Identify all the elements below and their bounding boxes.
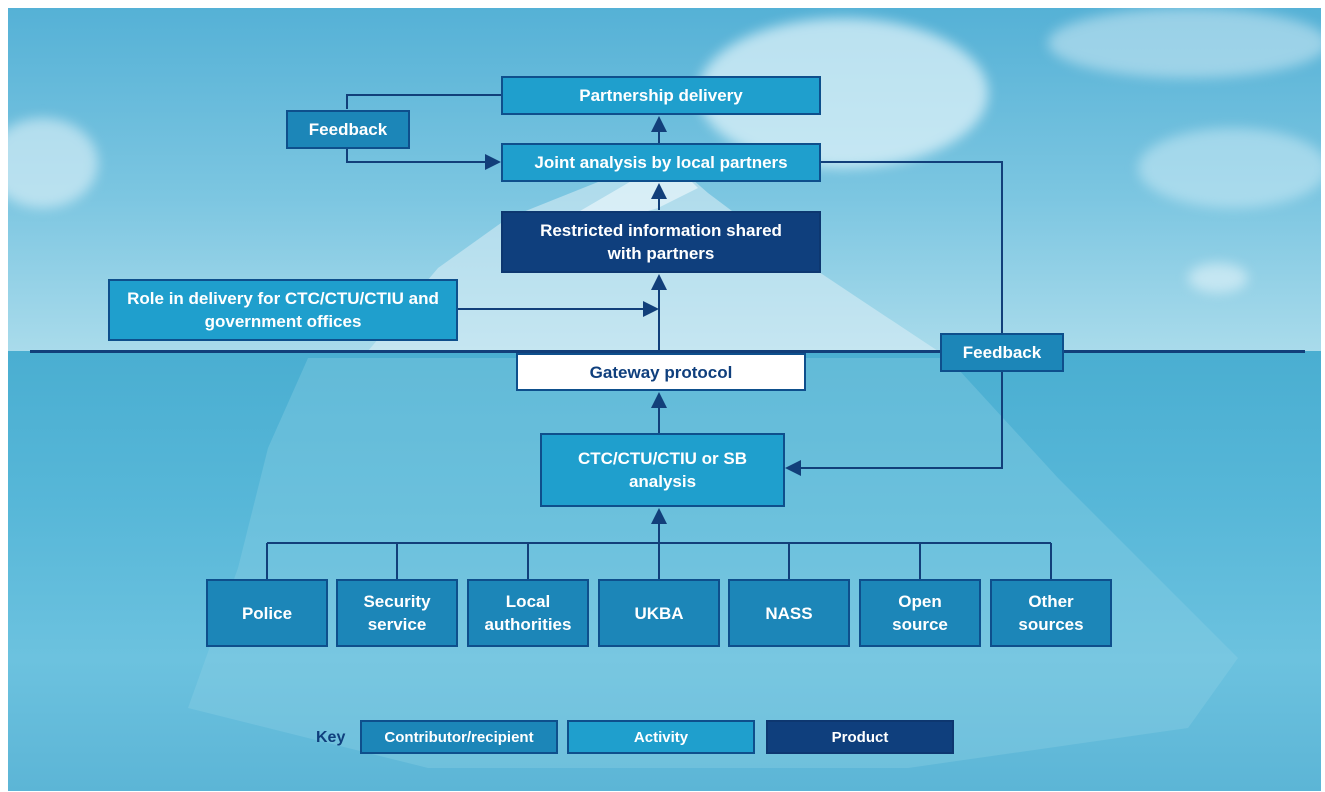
key-product-swatch: Product [766,720,954,754]
cloud-shape [8,118,98,208]
source-label: Local authorities [484,592,572,634]
role-in-delivery-box: Role in delivery for CTC/CTU/CTIU and go… [108,279,458,341]
source-label: UKBA [634,603,684,623]
source-nass-box: NASS [728,579,850,647]
feedback-right-box: Feedback [940,333,1064,372]
node-label: CTC/CTU/CTIU or SB analysis [577,449,748,491]
source-open-source-box: Open source [859,579,981,647]
cloud-shape [1048,8,1321,78]
source-ukba-box: UKBA [598,579,720,647]
gateway-protocol-box: Gateway protocol [516,353,806,391]
key-item-label: Activity [633,728,689,746]
feedback-loop-line [820,161,1003,341]
source-other-sources-box: Other sources [990,579,1112,647]
source-local-authorities-box: Local authorities [467,579,589,647]
feedback-loop-line [346,149,501,170]
source-label: Police [241,603,293,623]
node-label: Restricted information shared with partn… [540,221,782,263]
key-contributor-swatch: Contributor/recipient [360,720,558,754]
source-label: Security service [363,592,431,634]
cloud-shape [1188,263,1248,293]
waterline [30,350,1305,353]
partnership-delivery-box: Partnership delivery [501,76,821,115]
source-security-service-box: Security service [336,579,458,647]
feedback-loop-line [785,372,1003,476]
source-police-box: Police [206,579,328,647]
joint-analysis-box: Joint analysis by local partners [501,143,821,182]
ctc-analysis-box: CTC/CTU/CTIU or SB analysis [540,433,785,507]
source-label: NASS [765,603,813,623]
node-label: Feedback [962,343,1042,362]
key-label: Key [316,729,346,746]
feedback-top-box: Feedback [286,110,410,149]
restricted-information-box: Restricted information shared with partn… [501,211,821,273]
node-label: Gateway protocol [589,362,733,382]
diagram-canvas: Partnership delivery Feedback Joint anal… [8,8,1321,791]
connector-lines [266,94,1052,579]
source-label: Open source [892,592,948,634]
node-label: Role in delivery for CTC/CTU/CTIU and go… [127,289,439,331]
feedback-loop-line [346,94,501,109]
key-item-label: Product [831,728,889,746]
key-activity-swatch: Activity [567,720,755,754]
node-label: Feedback [308,120,388,139]
source-label: Other sources [1018,592,1084,634]
key-item-label: Contributor/recipient [384,728,534,746]
node-label: Partnership delivery [579,86,743,105]
cloud-shape [1138,128,1321,208]
sea-background [8,351,1321,791]
iceberg-underwater-shape [188,358,1238,768]
node-label: Joint analysis by local partners [534,153,788,172]
